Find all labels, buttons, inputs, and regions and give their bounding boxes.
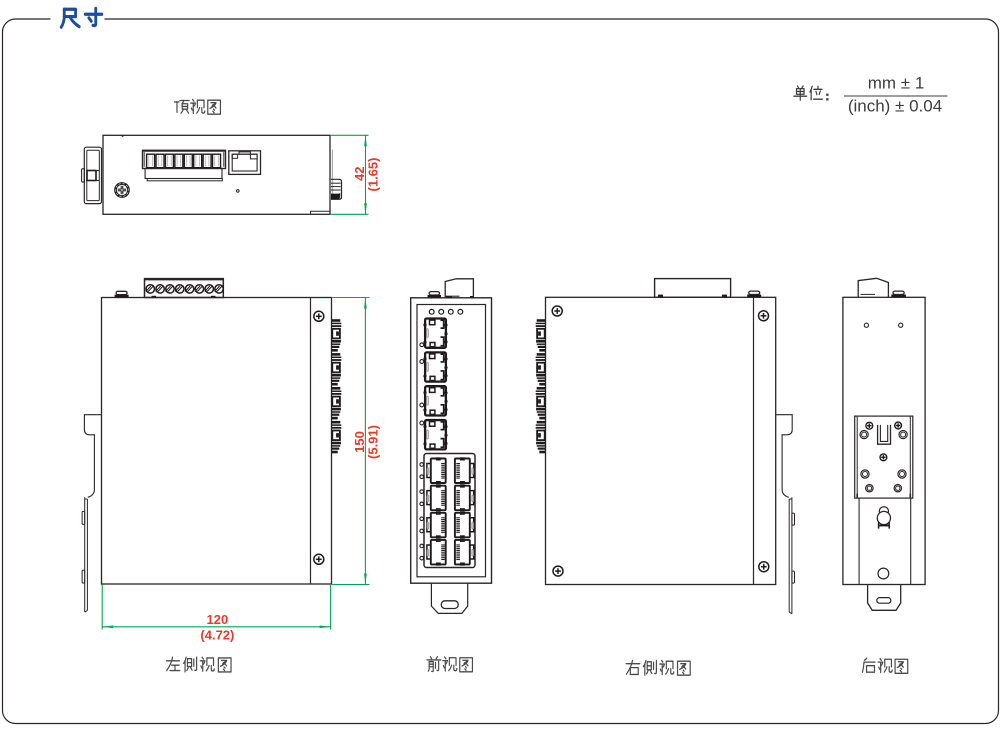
svg-text:42: 42	[352, 167, 367, 181]
svg-text:(1.65): (1.65)	[365, 158, 380, 192]
svg-text:(4.72): (4.72)	[200, 627, 234, 642]
svg-text:(inch) ± 0.04: (inch) ± 0.04	[848, 97, 942, 116]
svg-text:150: 150	[352, 431, 367, 453]
svg-text:120: 120	[207, 612, 229, 627]
svg-text:mm ± 1: mm ± 1	[868, 74, 925, 93]
svg-text:(5.91): (5.91)	[365, 425, 380, 459]
